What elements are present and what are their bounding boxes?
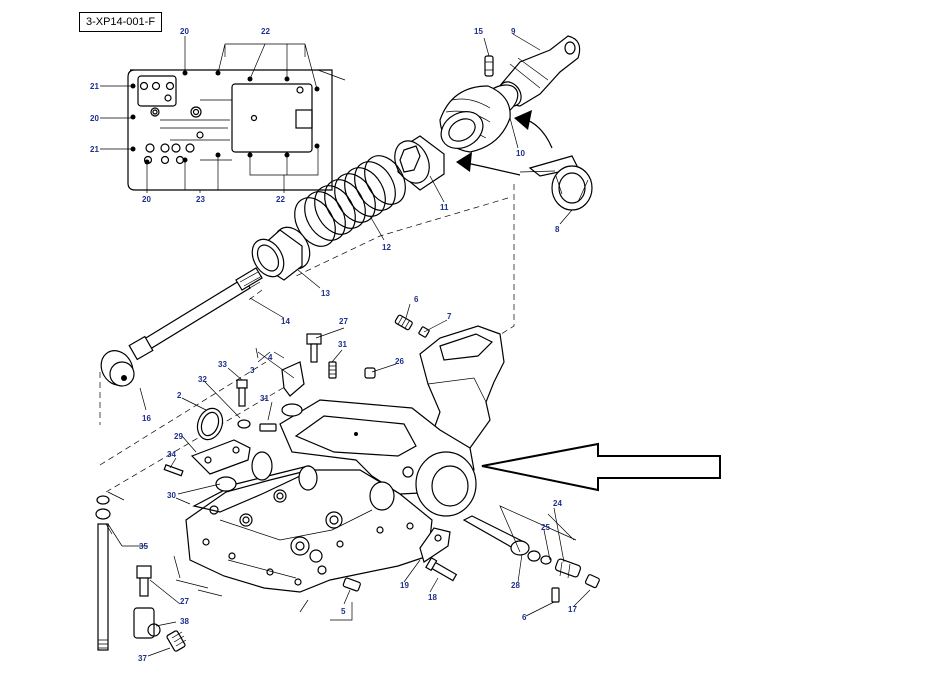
callout-13: 13 [321,289,330,298]
callout-7: 7 [447,312,452,321]
callout-10: 10 [516,149,525,158]
callout-31: 31 [338,340,347,349]
callout-26: 26 [395,357,404,366]
callout-33: 33 [218,360,227,369]
callout-21: 21 [90,145,99,154]
small-parts [95,314,600,652]
callout-23: 23 [196,195,205,204]
callout-5: 5 [341,607,346,616]
callout-38: 38 [180,617,189,626]
callout-21: 21 [90,82,99,91]
callout-11: 11 [440,203,449,212]
pointer-arrow [481,442,721,492]
callout-18: 18 [428,593,437,602]
callout-8: 8 [555,225,560,234]
main-housing [185,325,505,593]
lift-linkage-parts [100,35,593,387]
callout-24: 24 [553,499,562,508]
callout-31: 31 [260,394,269,403]
callout-16: 16 [142,414,151,423]
callout-2: 2 [177,391,182,400]
callout-30: 30 [167,491,176,500]
callout-6: 6 [414,295,419,304]
callout-22: 22 [276,195,285,204]
callout-17: 17 [568,605,577,614]
callout-34: 34 [167,450,176,459]
callout-28: 28 [511,581,520,590]
callout-19: 19 [400,581,409,590]
callout-20: 20 [142,195,151,204]
callout-35: 35 [139,542,148,551]
callout-numbers: 20 22 21 20 21 20 23 22 15 9 10 11 12 8 … [90,27,577,663]
callout-20: 20 [180,27,189,36]
callout-20: 20 [90,114,99,123]
callout-3: 3 [250,366,255,375]
callout-6: 6 [522,613,527,622]
callout-9: 9 [511,27,516,36]
callout-25: 25 [541,523,550,532]
cover-plate-inset [100,36,346,193]
callout-27: 27 [339,317,348,326]
callout-14: 14 [281,317,290,326]
callout-29: 29 [174,432,183,441]
callout-32: 32 [198,375,207,384]
callout-22: 22 [261,27,270,36]
callout-12: 12 [382,243,391,252]
callout-4: 4 [268,353,273,362]
callout-27: 27 [180,597,189,606]
diagram-code-label: 3-XP14-001-F [79,12,162,32]
callout-37: 37 [138,654,147,663]
callout-15: 15 [474,27,483,36]
